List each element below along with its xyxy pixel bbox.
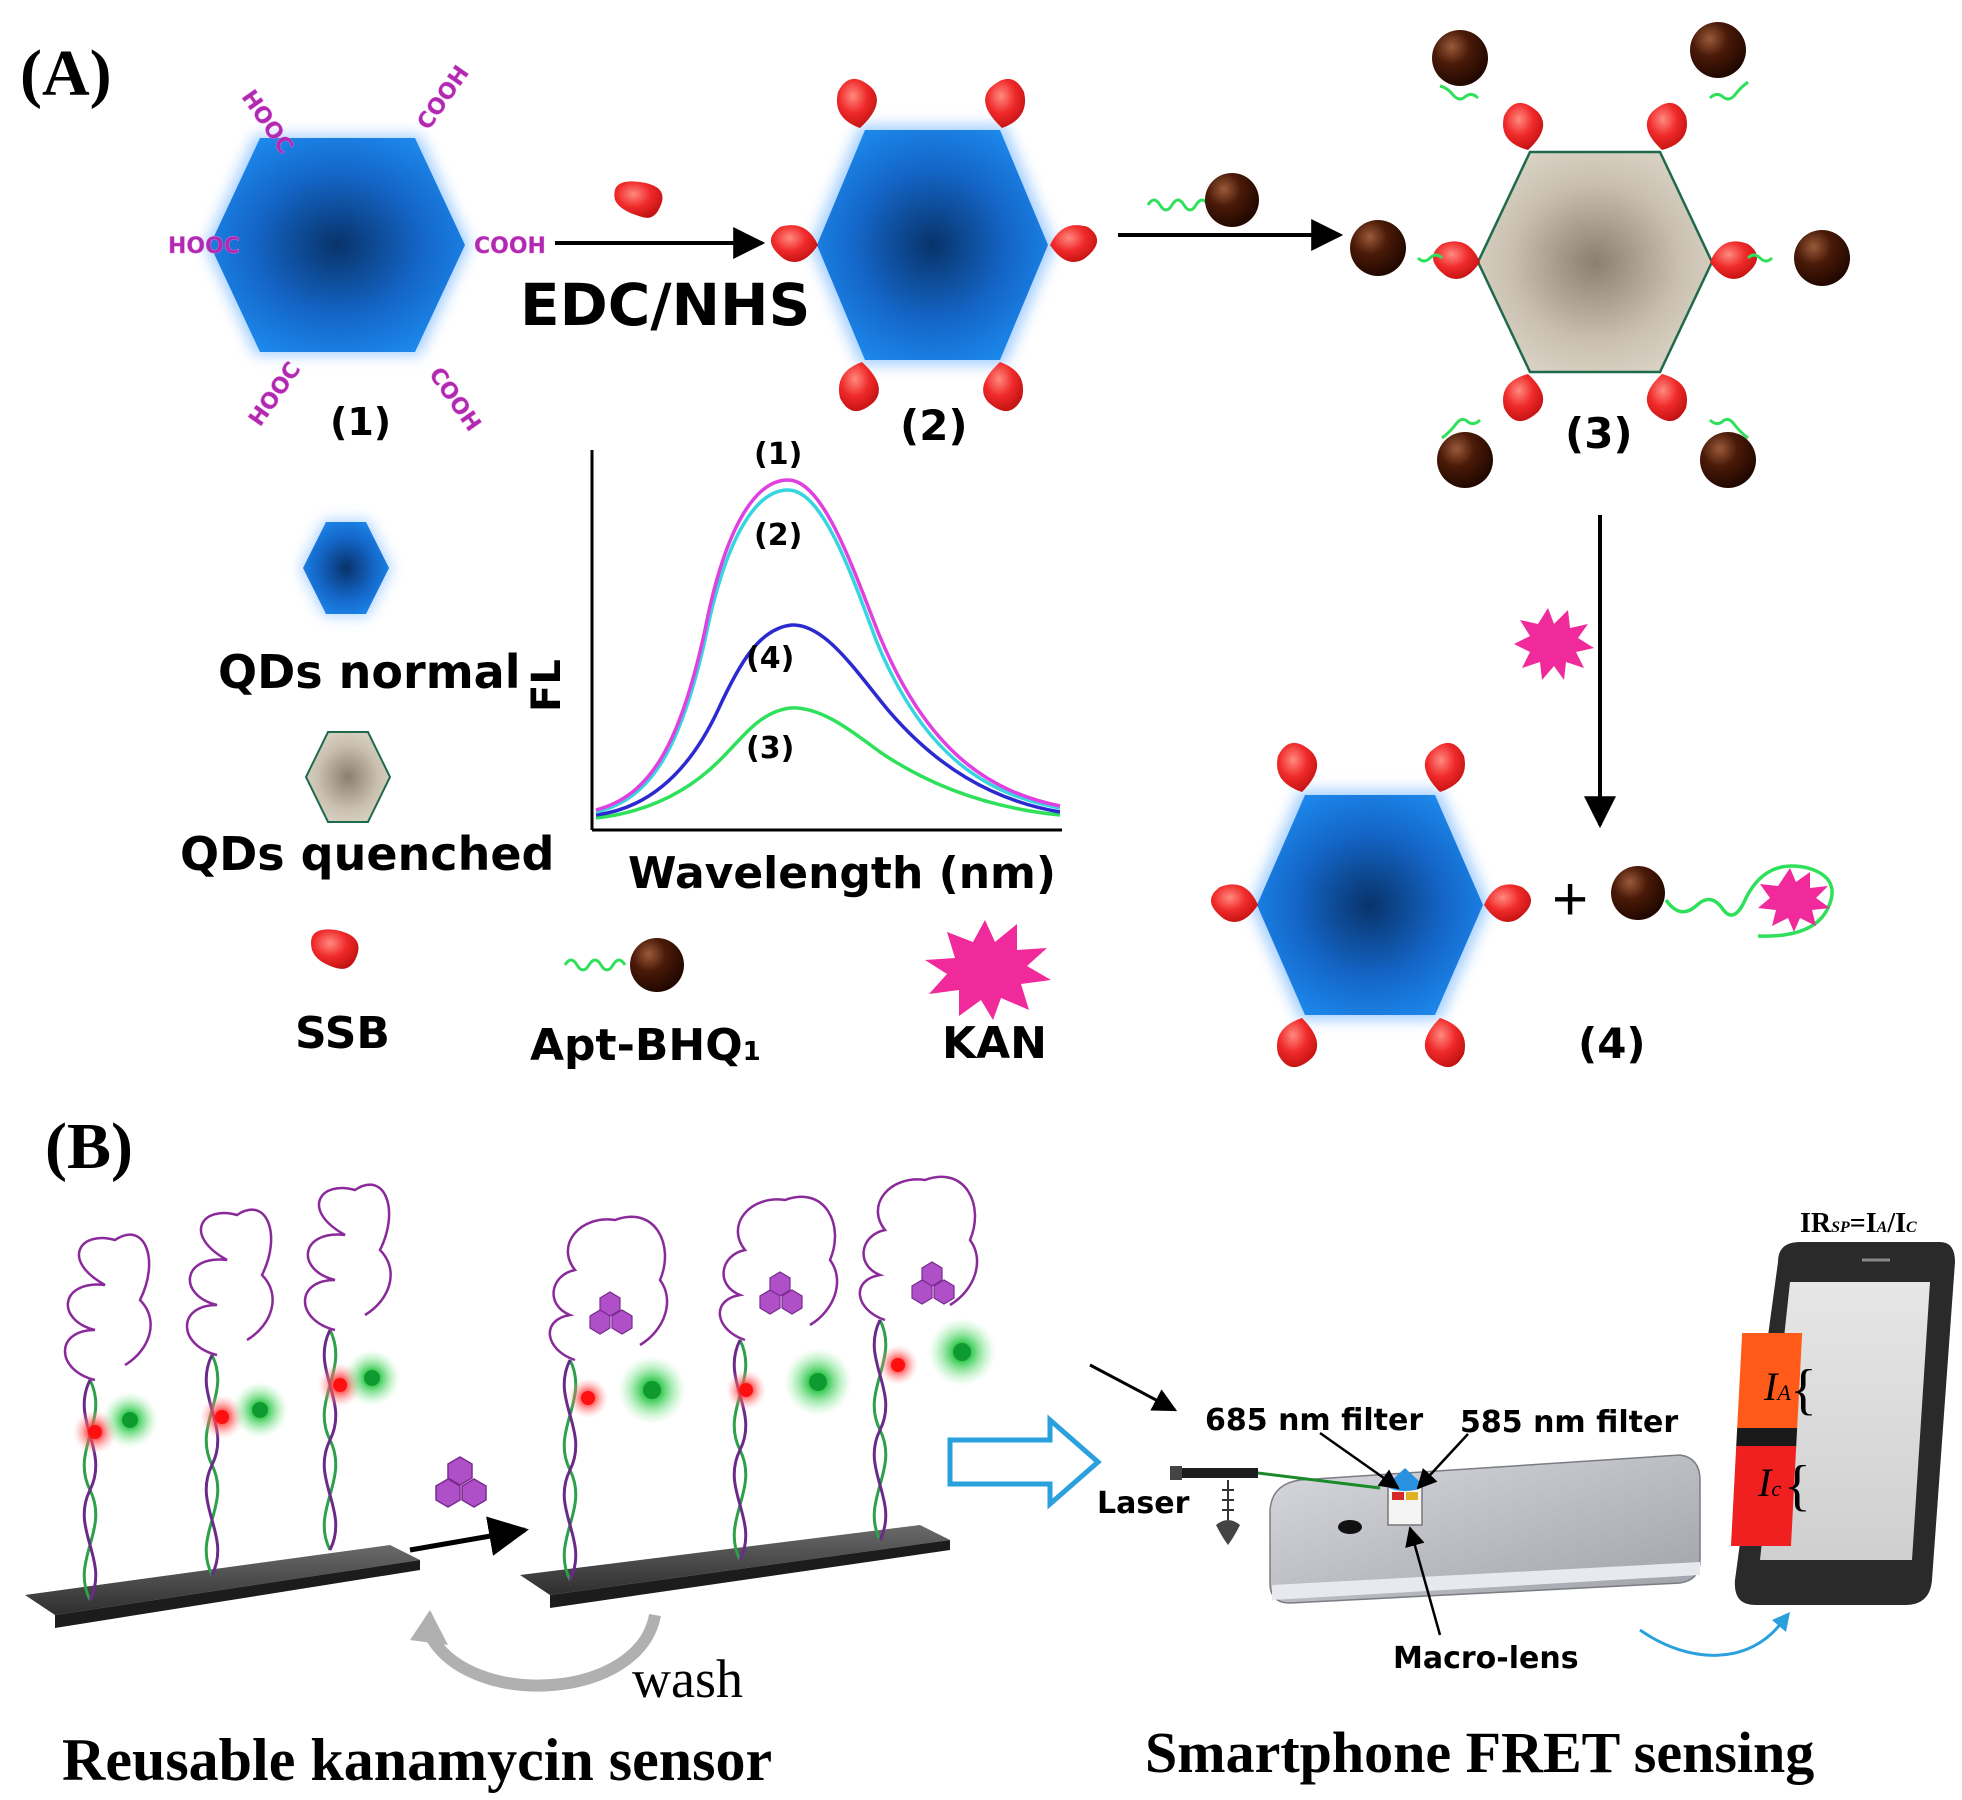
cooh-label: COOH (474, 234, 546, 259)
reagent-label: EDC/NHS (520, 271, 810, 339)
laser-label: Laser (1097, 1486, 1190, 1521)
bhq-quencher-icon (1205, 173, 1259, 227)
cooh-label: HOOC (244, 358, 306, 431)
phone-ic-label: Ic (1757, 1460, 1781, 1505)
left-caption: Reusable kanamycin sensor (62, 1727, 772, 1793)
macro-lens-pointer (1405, 1526, 1442, 1636)
binding-arrow (409, 1516, 529, 1556)
ssb-cluster-4 (1210, 742, 1532, 1068)
plus-sign: + (1552, 865, 1588, 934)
sensor-plate-before (25, 1545, 420, 1628)
filter-585-pointer (1416, 1433, 1469, 1490)
spectrum-y-label: FL (524, 659, 570, 712)
ratio-formula: IRSP=IA/IC (1800, 1208, 1917, 1239)
ssb-cluster-2 (770, 78, 1098, 412)
spectrum-curve-1 (595, 478, 1061, 812)
legend-bhq-icon (630, 938, 684, 992)
spectrum-x-label: Wavelength (nm) (628, 848, 1056, 899)
bhq-quencher-icon (1611, 866, 1665, 920)
spectrum-plot: FL Wavelength (nm) (1) (2) (4) (3) (524, 437, 1062, 899)
filter-685-pointer (1319, 1431, 1400, 1490)
step-3-label: (3) (1565, 409, 1633, 458)
spectrum-curve-2 (595, 488, 1061, 814)
legend-kan-icon (925, 920, 1051, 1020)
aptamer-hairpins-after (548, 1175, 979, 1581)
legend-ssb-icon (311, 929, 359, 969)
legend-qds-quenched-label: QDs quenched (180, 827, 554, 881)
aptamer-links-3 (1416, 80, 1774, 440)
bound-kanamycin-after (589, 1261, 955, 1335)
panel-a-label: (A) (20, 37, 112, 110)
legend-qds-normal-swatch (300, 520, 392, 616)
phone-band-divider (1736, 1428, 1798, 1446)
wash-arrowhead (410, 1610, 448, 1645)
phone-device-setup (1269, 1454, 1701, 1604)
filter-685-label: 685 nm filter (1205, 1403, 1423, 1438)
legend-kan-label: KAN (942, 1018, 1047, 1069)
macro-lens-label: Macro-lens (1393, 1641, 1579, 1676)
spectrum-curve-label-3: (3) (746, 731, 794, 766)
legend-aptamer-strand (563, 958, 627, 972)
laser-pointer-arrow (1089, 1363, 1178, 1412)
step-4-label: (4) (1578, 1019, 1646, 1068)
spectrum-curve-label-2: (2) (754, 518, 802, 553)
cooh-label: COOH (423, 363, 485, 436)
spectrum-curve-label-1: (1) (754, 437, 802, 472)
separated-fret-pairs-after (568, 1318, 996, 1424)
transfer-arrowhead (1772, 1612, 1790, 1632)
cooh-label: HOOC (168, 234, 240, 259)
kanamycin-molecule-icon (435, 1456, 487, 1508)
wash-label: wash (632, 1649, 743, 1709)
spectrum-curve-label-4: (4) (746, 641, 794, 676)
phone-ia-brace: { (1790, 1359, 1817, 1421)
qd-hexagon-3-quenched (1476, 150, 1714, 374)
spectrum-curve-4 (595, 623, 1061, 817)
right-caption: Smartphone FRET sensing (1145, 1720, 1814, 1785)
panel-b-label: (B) (45, 1110, 133, 1183)
step-2-label: (2) (900, 401, 968, 450)
phone-ia-label: IA (1763, 1364, 1791, 1409)
bhq-cluster-3 (1350, 22, 1850, 488)
transfer-arrow (1639, 1621, 1784, 1657)
phone-band-a (1737, 1333, 1803, 1428)
qd-hexagon-1 (205, 135, 470, 355)
phone-ic-brace: { (1784, 1455, 1811, 1517)
laser-emitter (1170, 1466, 1381, 1545)
step-1-label: (1) (330, 400, 391, 444)
cooh-label: COOH (413, 61, 475, 134)
legend-qds-quenched-swatch (304, 731, 392, 823)
filter-585-label: 585 nm filter (1460, 1405, 1678, 1440)
kan-icon (1514, 608, 1594, 680)
qd-hexagon-4 (1250, 790, 1490, 1020)
process-arrow (947, 1414, 1102, 1510)
aptamer-strand (1146, 198, 1210, 212)
ssb-icon (614, 181, 663, 218)
wash-arrow (424, 1613, 661, 1692)
legend-ssb-label: SSB (295, 1008, 390, 1059)
spectrum-curve-3 (595, 706, 1061, 820)
ssb-cluster-3 (1432, 102, 1758, 422)
phone-band-c (1730, 1446, 1797, 1546)
kan-icon (1758, 868, 1830, 932)
sensor-plate-after (520, 1525, 950, 1608)
legend-apt-bhq-label: Apt-BHQ1 (530, 1020, 761, 1071)
fret-pairs-before (73, 1350, 400, 1454)
aptamer-kan-complex (1664, 864, 1834, 938)
legend-qds-normal-label: QDs normal (218, 645, 520, 699)
qd-hexagon-2 (810, 125, 1055, 365)
